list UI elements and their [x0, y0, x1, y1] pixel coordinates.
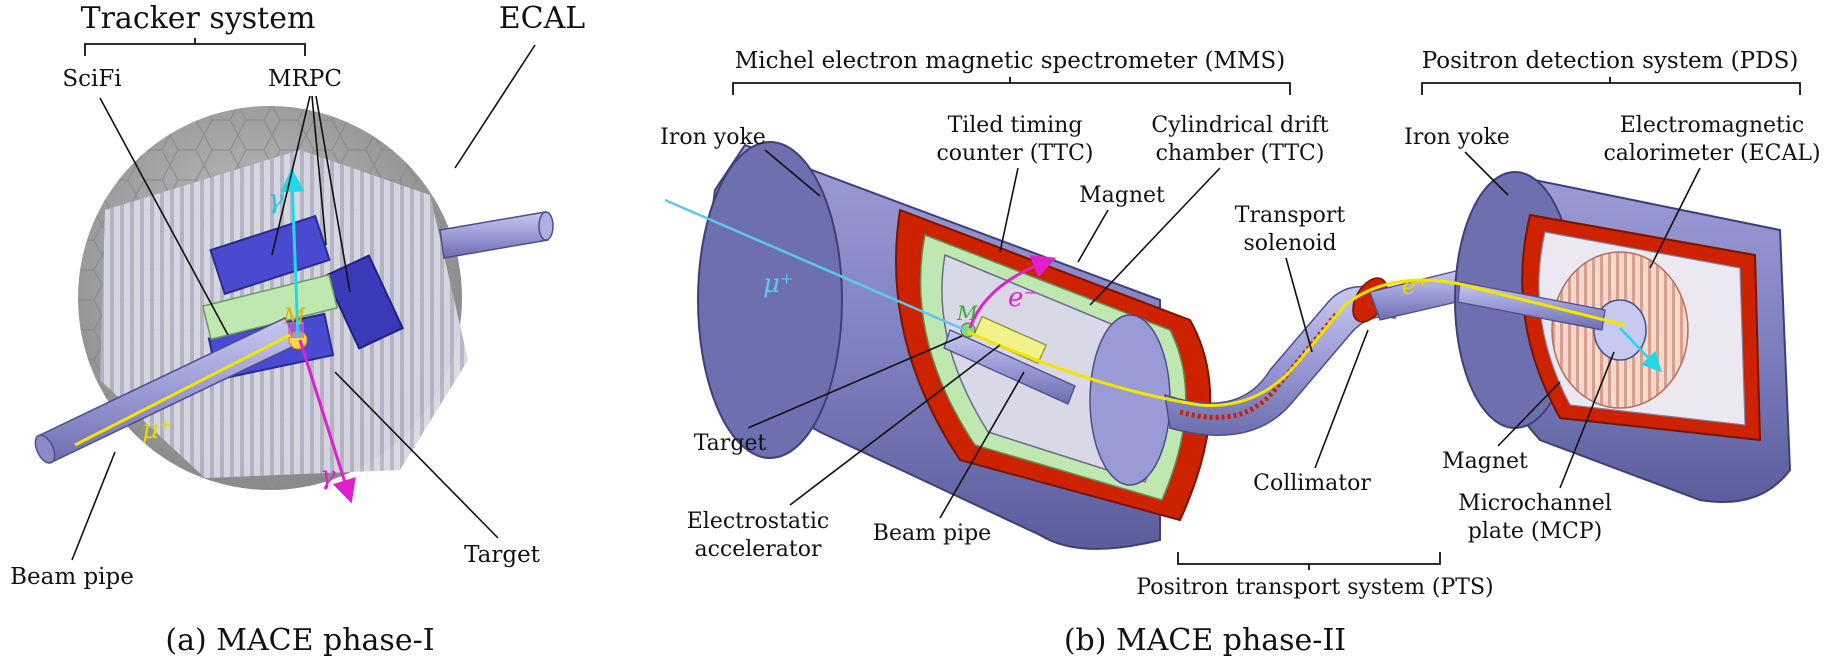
- muon-track-b: [664, 198, 966, 332]
- label-tracker-system: Tracker system: [81, 1, 316, 36]
- pds-mcp: [1593, 299, 1647, 361]
- label-ecal-b-2: calorimeter (ECAL): [1603, 141, 1820, 166]
- label-pds: Positron detection system (PDS): [1422, 48, 1799, 74]
- gamma-ray-bottom: [298, 339, 356, 504]
- label-ttc-2: counter (TTC): [936, 141, 1093, 166]
- label-mcp-2: plate (MCP): [1468, 519, 1602, 544]
- label-target-b: Target: [694, 431, 767, 456]
- label-magnet-right: Magnet: [1442, 449, 1528, 474]
- mms-yoke-front: [697, 141, 843, 459]
- symbol-electron: e⁻: [1008, 283, 1037, 313]
- label-beam-pipe-a: Beam pipe: [10, 564, 134, 590]
- label-ecal-b-1: Electromagnetic: [1620, 113, 1805, 138]
- label-cdc-2: chamber (TTC): [1156, 141, 1325, 166]
- mms-endcap: [1089, 314, 1171, 486]
- leader-iron-yoke-right: [1464, 151, 1509, 196]
- leader-ecal: [454, 44, 536, 169]
- panel-b: Michel electron magnetic spectrometer (M…: [660, 48, 1820, 658]
- electron-track: [968, 255, 1057, 329]
- leader-ecal-b: [1649, 167, 1701, 269]
- mrpc-block: [324, 254, 404, 350]
- bracket-pts: [1177, 552, 1441, 570]
- label-mrpc: MRPC: [268, 66, 342, 92]
- label-collimator: Collimator: [1253, 471, 1371, 496]
- muonium-a-marker: [288, 322, 304, 338]
- leader-electrostatic: [789, 344, 1001, 506]
- symbol-muon-a: μ⁺: [142, 415, 173, 445]
- label-transport-1: Transport: [1235, 203, 1346, 228]
- gamma-ray-top: [280, 168, 305, 339]
- leader-iron-yoke-left: [764, 149, 821, 197]
- leader-transport: [1285, 257, 1313, 353]
- label-ttc-1: Tiled timing: [948, 113, 1083, 138]
- panel-a: Tracker system ECAL SciFi MRPC Beam pipe…: [10, 1, 585, 658]
- symbol-muon-b: μ⁺: [763, 269, 794, 299]
- leader-mcp: [1559, 351, 1615, 489]
- label-scifi: SciFi: [62, 66, 121, 92]
- leader-scifi: [99, 97, 229, 336]
- caption-a: (a) MACE phase-I: [165, 623, 434, 658]
- beam-pipe-a-end: [34, 434, 56, 464]
- label-cdc-1: Cylindrical drift: [1151, 113, 1328, 138]
- symbol-gamma-top: γ: [268, 185, 284, 215]
- transport-solenoid: [1164, 285, 1397, 436]
- label-mms: Michel electron magnetic spectrometer (M…: [735, 48, 1286, 74]
- leader-target-a: [334, 371, 499, 539]
- label-mcp-1: Microchannel: [1458, 491, 1612, 516]
- leader-mrpc-1: [271, 95, 311, 256]
- bracket-pds: [1421, 77, 1801, 95]
- leader-ttc: [999, 167, 1019, 253]
- label-ecal: ECAL: [499, 1, 586, 36]
- symbol-gamma-bottom: γ: [320, 461, 336, 491]
- label-iron-yoke-right: Iron yoke: [1404, 125, 1510, 150]
- label-magnet-left: Magnet: [1079, 183, 1165, 208]
- mrpc-upper: [209, 214, 331, 296]
- label-electrostatic-2: accelerator: [694, 537, 822, 562]
- leader-beam-pipe-a: [71, 451, 116, 561]
- label-transport-2: solenoid: [1243, 231, 1336, 256]
- transport-solenoid-coil: [1179, 310, 1340, 420]
- positron-track: [967, 278, 1626, 407]
- leader-beam-pipe-b: [939, 371, 1025, 519]
- beam-pipe-b: [943, 329, 1076, 405]
- leader-magnet-left: [1077, 209, 1109, 263]
- label-iron-yoke-left: Iron yoke: [660, 125, 766, 150]
- beam-pipe-a-exit: [439, 211, 549, 259]
- label-target-a: Target: [464, 542, 541, 568]
- leader-magnet-right: [1497, 381, 1561, 447]
- symbol-muonium-a: M: [282, 305, 306, 330]
- leader-cdc: [1089, 167, 1221, 306]
- label-electrostatic-1: Electrostatic: [687, 509, 829, 534]
- muon-track-a: [74, 333, 291, 447]
- symbol-muonium-b: M: [956, 301, 978, 325]
- label-beam-pipe-b: Beam pipe: [873, 521, 991, 546]
- bracket-tracker: [84, 38, 306, 56]
- leader-target-b: [747, 335, 963, 429]
- beam-pipe-a-exit-end: [538, 211, 554, 241]
- label-pts: Positron transport system (PTS): [1136, 575, 1493, 600]
- leader-collimator: [1314, 329, 1369, 469]
- caption-b: (b) MACE phase-II: [1064, 623, 1346, 658]
- bracket-mms: [732, 77, 1291, 95]
- symbol-positron: e⁺: [1402, 272, 1429, 300]
- gamma-ray-pds: [1619, 327, 1662, 373]
- leader-mrpc-2: [311, 95, 327, 246]
- leader-mrpc-3: [315, 95, 351, 293]
